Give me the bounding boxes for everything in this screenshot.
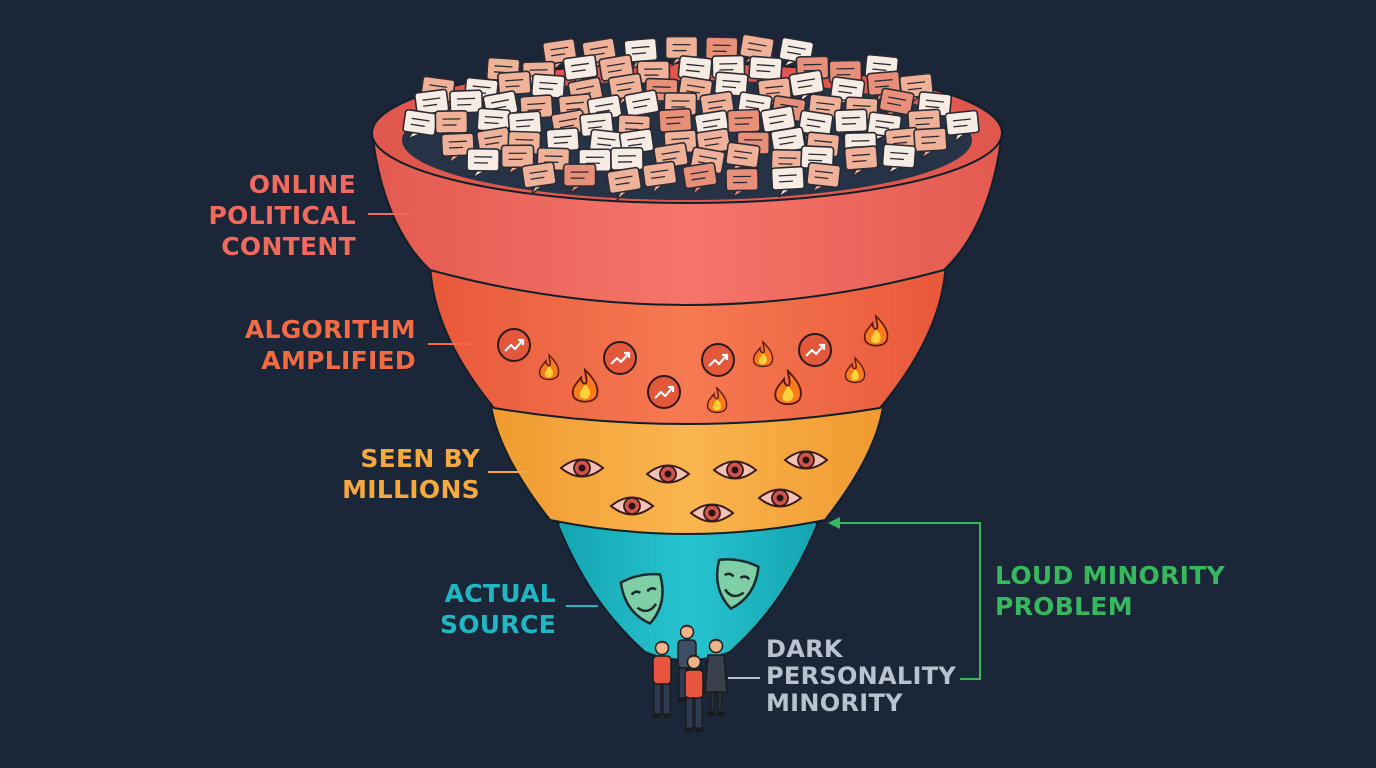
label-line: ACTUAL (444, 579, 556, 608)
fire-icon (706, 386, 728, 414)
person-icon (684, 654, 704, 732)
speech-bubble-icon (466, 147, 501, 179)
loud-minority-arrowhead (828, 517, 840, 529)
fire-icon (571, 367, 599, 403)
speech-bubble-icon (843, 145, 879, 178)
fire-icon (752, 340, 774, 368)
speech-bubble-icon (725, 167, 760, 199)
label-loud-minority-problem: LOUD MINORITY PROBLEM (995, 560, 1255, 622)
speech-bubble-pile (402, 33, 980, 201)
trending-up-icon (701, 343, 735, 377)
label-line: SEEN BY (360, 444, 480, 473)
label-line: AMPLIFIED (261, 346, 416, 375)
speech-bubble-icon (944, 109, 980, 143)
speech-bubble-icon (913, 127, 948, 160)
eye-icon (689, 503, 735, 523)
speech-bubble-icon (440, 132, 476, 164)
eye-icon (559, 458, 605, 478)
theater-mask-icon (619, 572, 664, 625)
label-line: LOUD MINORITY (995, 561, 1226, 590)
speech-bubble-icon (806, 161, 842, 193)
trending-up-icon (647, 375, 681, 409)
fire-icon (844, 356, 866, 384)
funnel-tier-online-political-content (370, 33, 1004, 306)
loud-minority-bracket (835, 522, 981, 680)
label-line: MINORITY (766, 689, 903, 717)
label-online-political-content: ONLINE POLITICAL CONTENT (150, 169, 356, 262)
eye-icons (559, 450, 829, 523)
trending-up-icon (497, 328, 531, 362)
eye-icon (645, 464, 691, 484)
fire-icon (863, 314, 889, 347)
speech-bubble-icon (562, 163, 597, 194)
speech-bubble-icon (881, 143, 917, 175)
trending-up-icon (603, 341, 637, 375)
speech-bubble-icon (623, 37, 659, 70)
speech-bubble-icon (530, 73, 566, 105)
fire-icon (538, 353, 560, 381)
theater-mask-icon (715, 558, 760, 611)
eye-icon (609, 496, 655, 516)
person-icon (704, 638, 728, 716)
speech-bubble-icon (797, 109, 834, 141)
speech-bubble-icon (606, 166, 643, 201)
eye-icon (783, 450, 829, 470)
label-actual-source: ACTUAL SOURCE (396, 578, 556, 640)
label-line: ONLINE (248, 170, 356, 199)
speech-bubble-icon (500, 144, 535, 176)
people-group (652, 624, 728, 732)
speech-bubble-icon (770, 165, 806, 198)
speech-bubble-icon (833, 108, 869, 140)
label-line: PROBLEM (995, 592, 1133, 621)
speech-bubble-icon (682, 161, 718, 196)
label-line: SOURCE (439, 610, 556, 639)
label-line: PERSONALITY (766, 662, 957, 690)
fire-icon (774, 368, 802, 406)
label-seen-by-millions: SEEN BY MILLIONS (298, 443, 480, 505)
eye-icon (757, 488, 803, 508)
label-line: POLITICAL (208, 201, 356, 230)
speech-bubble-icon (788, 69, 825, 104)
label-dark-personality-minority: DARK PERSONALITY MINORITY (766, 636, 966, 717)
eye-icon (712, 460, 758, 480)
person-icon (652, 640, 672, 718)
speech-bubble-icon (562, 54, 599, 88)
trending-up-icon (798, 333, 832, 367)
leader-lines (368, 213, 981, 680)
label-line: ALGORITHM (244, 315, 416, 344)
speech-bubble-icon (641, 160, 678, 195)
label-line: CONTENT (221, 232, 356, 261)
label-line: DARK (766, 635, 843, 663)
label-line: MILLIONS (342, 475, 480, 504)
algorithm-icons (497, 314, 889, 414)
label-algorithm-amplified: ALGORITHM AMPLIFIED (200, 314, 416, 376)
speech-bubble-icon (521, 161, 557, 195)
